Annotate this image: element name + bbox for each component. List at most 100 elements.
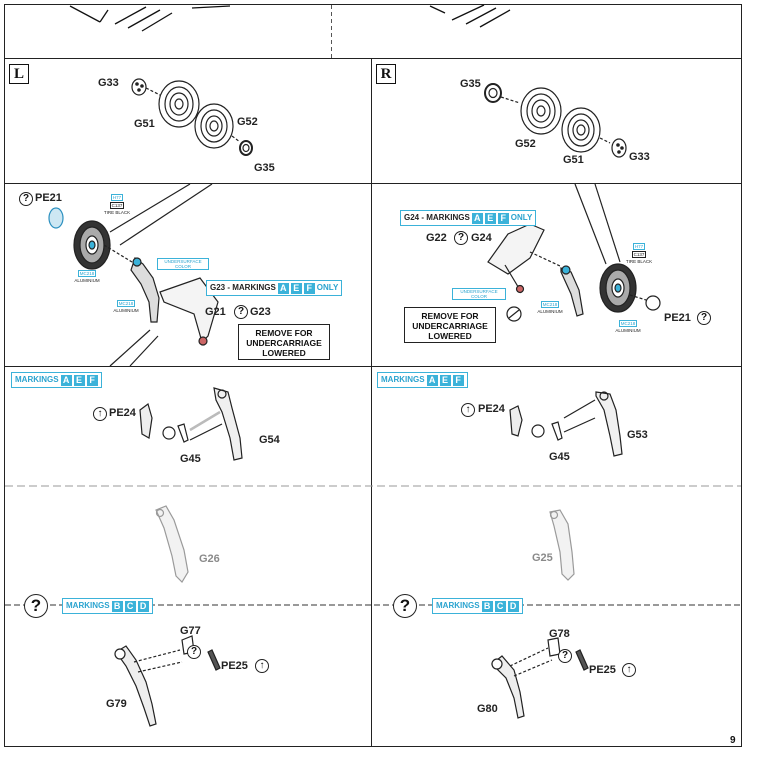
remove-note-right: REMOVE FOR UNDERCARRIAGE LOWERED (404, 307, 496, 343)
note-line2: UNDERCARRIAGE (246, 338, 322, 348)
markings-badge-g23: G23 - MARKINGS A E F ONLY (206, 280, 343, 296)
label-pe24-right: PE24 (478, 403, 505, 415)
markings-prefix: MARKINGS (15, 375, 59, 384)
tire-color-code1: H77 (110, 194, 124, 201)
markings-suffix: ONLY (510, 213, 533, 222)
marking-letter: F (497, 212, 509, 224)
aluminium-callout-right-1: MC218 ALUMINIUM (532, 301, 568, 314)
grey-struts (155, 505, 575, 583)
undersurface-line2: COLOR (174, 264, 191, 269)
arrow-icon: ↑ (622, 663, 636, 677)
label-g25: G25 (532, 552, 553, 564)
label-pe21-left: PE21 (35, 192, 62, 204)
label-g54: G54 (259, 434, 280, 446)
note-line3: LOWERED (262, 348, 306, 358)
undersurface-line2: COLOR (470, 294, 487, 299)
undersurface-line1: UNDERSURFACE (164, 259, 202, 264)
label-pe21-right: PE21 (664, 312, 691, 324)
marking-letter: D (507, 600, 519, 612)
label-g52-right: G52 (515, 138, 536, 150)
label-g26: G26 (199, 553, 220, 565)
alu-code: MC218 (540, 301, 560, 308)
undersurface-line1: UNDERSURFACE (460, 289, 498, 294)
label-g51-right: G51 (563, 154, 584, 166)
question-icon: ? (454, 231, 468, 245)
label-pe25-left: PE25 (221, 660, 248, 672)
label-g45-right: G45 (549, 451, 570, 463)
marking-letter: A (277, 282, 289, 294)
markings-badge-right-strut: MARKINGS A E F (377, 372, 468, 388)
label-g33-left: G33 (98, 77, 119, 89)
markings-prefix: G23 - MARKINGS (210, 283, 276, 292)
tire-color-callout-left: H77 C137 TIRE BLACK (100, 194, 134, 215)
marking-letter: F (452, 374, 464, 386)
arrow-icon: ↑ (255, 659, 269, 673)
note-line3: LOWERED (428, 331, 472, 341)
alu-name: ALUMINIUM (615, 328, 641, 333)
markings-badge-g24: G24 - MARKINGS A E F ONLY (400, 210, 537, 226)
marking-letter: F (303, 282, 315, 294)
marking-letter: C (124, 600, 136, 612)
marking-letter: A (60, 374, 72, 386)
note-line1: REMOVE FOR (255, 328, 313, 338)
markings-badge-left-bcd: MARKINGS B C D (62, 598, 153, 614)
label-pe24-left: PE24 (109, 407, 136, 419)
left-wheel-assembly (48, 183, 219, 367)
label-g80: G80 (477, 703, 498, 715)
alu-code: MC218 (618, 320, 638, 327)
question-icon: ? (187, 645, 201, 659)
markings-badge-left-strut: MARKINGS A E F (11, 372, 102, 388)
marking-letter: D (137, 600, 149, 612)
alu-name: ALUMINIUM (537, 309, 563, 314)
aluminium-callout-left-2: MC218 ALUMINIUM (108, 300, 144, 313)
question-icon-large: ? (393, 594, 417, 618)
outer-frame (4, 4, 742, 747)
label-g35-right: G35 (460, 78, 481, 90)
marking-letter: C (494, 600, 506, 612)
side-label-right: R (376, 64, 396, 84)
label-g35-left: G35 (254, 162, 275, 174)
markings-badge-right-bcd: MARKINGS B C D (432, 598, 523, 614)
label-g45-left: G45 (180, 453, 201, 465)
question-icon: ? (19, 192, 33, 206)
right-strut-parts (509, 391, 623, 457)
tire-color-name: TIRE BLACK (625, 259, 653, 264)
label-g79: G79 (106, 698, 127, 710)
markings-prefix: G24 - MARKINGS (404, 213, 470, 222)
note-line1: REMOVE FOR (421, 311, 479, 321)
label-g77: G77 (180, 625, 201, 637)
question-icon-large: ? (24, 594, 48, 618)
side-label-left: L (9, 64, 29, 84)
markings-prefix: MARKINGS (436, 601, 480, 610)
tire-color-code2: C137 (109, 202, 125, 209)
marking-letter: F (86, 374, 98, 386)
note-line2: UNDERCARRIAGE (412, 321, 488, 331)
aluminium-callout-right-2: MC218 ALUMINIUM (610, 320, 646, 333)
right-wheel-assembly (487, 183, 661, 322)
aluminium-callout-left-1: MC218 ALUMINIUM (70, 270, 104, 283)
marking-letter: B (481, 600, 493, 612)
right-alt-strut (491, 637, 589, 719)
marking-letter: B (111, 600, 123, 612)
label-g53: G53 (627, 429, 648, 441)
markings-prefix: MARKINGS (66, 601, 110, 610)
label-pe25-right: PE25 (589, 664, 616, 676)
alu-name: ALUMINIUM (74, 278, 100, 283)
alu-code: MC218 (116, 300, 136, 307)
label-g51-left: G51 (134, 118, 155, 130)
label-g24: G24 (471, 232, 492, 244)
label-g78: G78 (549, 628, 570, 640)
marking-letter: A (426, 374, 438, 386)
label-g33-right: G33 (629, 151, 650, 163)
undersurface-callout-left: UNDERSURFACE COLOR (157, 258, 209, 270)
page-number: 9 (730, 735, 736, 746)
alu-code: MC218 (77, 270, 97, 277)
marking-letter: E (290, 282, 302, 294)
marking-letter: E (73, 374, 85, 386)
label-g23: G23 (250, 306, 271, 318)
marking-letter: E (484, 212, 496, 224)
marking-letter: A (471, 212, 483, 224)
marking-letter: E (439, 374, 451, 386)
tire-color-code2: C137 (631, 251, 647, 258)
